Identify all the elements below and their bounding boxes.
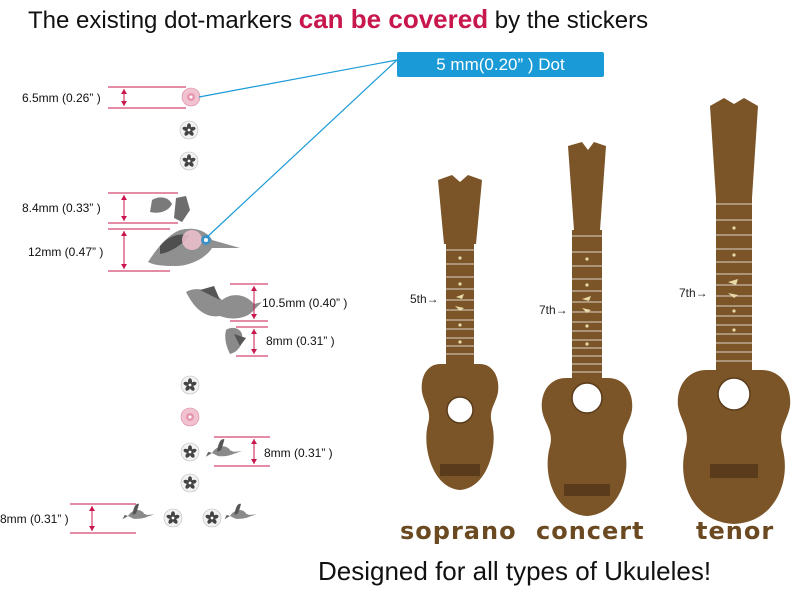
measurement-label: 8mm (0.31” ): [264, 446, 333, 460]
ukulele-concert: [541, 142, 633, 516]
measurement-label: 8mm (0.31” ): [266, 334, 335, 348]
concert-fret-label: 7th→: [539, 303, 568, 317]
dot-pointer-lines: [198, 59, 398, 239]
tagline: Designed for all types of Ukuleles!: [318, 556, 712, 586]
tenor-fret-label: 7th→: [679, 286, 708, 300]
flower-sticker: [179, 151, 199, 171]
concert-bridge: [564, 484, 610, 496]
sticker-column: [122, 87, 262, 528]
measurement-label: 8mm (0.31” ): [0, 512, 69, 526]
concert-body: [541, 378, 633, 516]
headline-part2: by the stickers: [488, 7, 649, 34]
pink-dot-sticker: [181, 87, 201, 107]
flower-sticker: [179, 120, 199, 140]
concert-headstock: [568, 142, 606, 230]
flower-sticker: [180, 375, 200, 395]
flower-sticker: [180, 473, 200, 493]
tenor-name: tenor: [696, 517, 775, 545]
soprano-bridge: [440, 464, 480, 476]
flower-sticker: [180, 442, 200, 462]
soprano-headstock: [438, 175, 482, 244]
hummingbird-sticker-large: [148, 196, 240, 266]
soprano-body: [421, 364, 499, 490]
measurement-label: 6.5mm (0.26” ): [22, 91, 101, 105]
tenor-soundhole: [717, 377, 751, 411]
concert-neck: [572, 230, 602, 380]
concert-soundhole: [571, 382, 603, 414]
headline: The existing dot-markers can be covered …: [28, 4, 648, 35]
headline-emphasis: can be covered: [298, 4, 489, 34]
measurement-label: 8.4mm (0.33” ): [22, 201, 101, 215]
ukulele-tenor: [677, 98, 791, 524]
tenor-body: [677, 370, 791, 524]
dot-size-badge: 5 mm(0.20” ) Dot: [397, 52, 604, 77]
soprano-soundhole: [446, 396, 474, 424]
soprano-name: soprano: [400, 517, 517, 545]
dimension-arrowheads: [89, 89, 257, 531]
measurement-label: 10.5mm (0.40” ): [262, 296, 348, 310]
soprano-fret-label: 5th→: [410, 292, 439, 306]
tenor-headstock: [710, 98, 758, 198]
ukulele-soprano: [421, 175, 499, 490]
sticker-row-bottom: [122, 503, 257, 528]
pink-dot-sticker: [180, 407, 200, 427]
concert-name: concert: [536, 517, 645, 545]
tenor-bridge: [710, 464, 758, 478]
headline-part1: The existing dot-markers: [28, 7, 299, 34]
hummingbird-sticker-small: [205, 439, 242, 457]
hummingbird-sticker-medium: [186, 286, 262, 354]
measurement-label: 12mm (0.47” ): [28, 245, 104, 259]
